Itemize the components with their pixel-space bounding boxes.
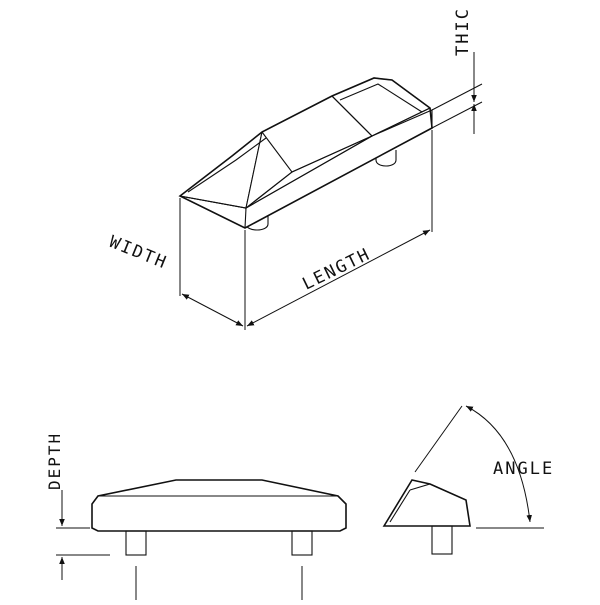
end-peg <box>431 525 453 555</box>
side-peg-right <box>291 530 313 556</box>
side-view: DEPTH <box>45 432 347 600</box>
angle-label: ANGLE <box>493 459 554 479</box>
depth-label: DEPTH <box>45 432 64 490</box>
end-profile <box>382 479 471 527</box>
width-dimension-line <box>181 293 244 327</box>
isometric-view: WIDTH LENGTH THIC <box>106 7 483 330</box>
length-label: LENGTH <box>299 244 374 294</box>
end-view: ANGLE <box>382 405 554 555</box>
width-label: WIDTH <box>106 232 170 273</box>
side-peg-left <box>125 530 147 556</box>
angle-arc <box>465 405 532 523</box>
thickness-label: THIC <box>453 7 473 56</box>
length-dimension-line <box>246 229 431 327</box>
side-profile <box>91 479 347 532</box>
